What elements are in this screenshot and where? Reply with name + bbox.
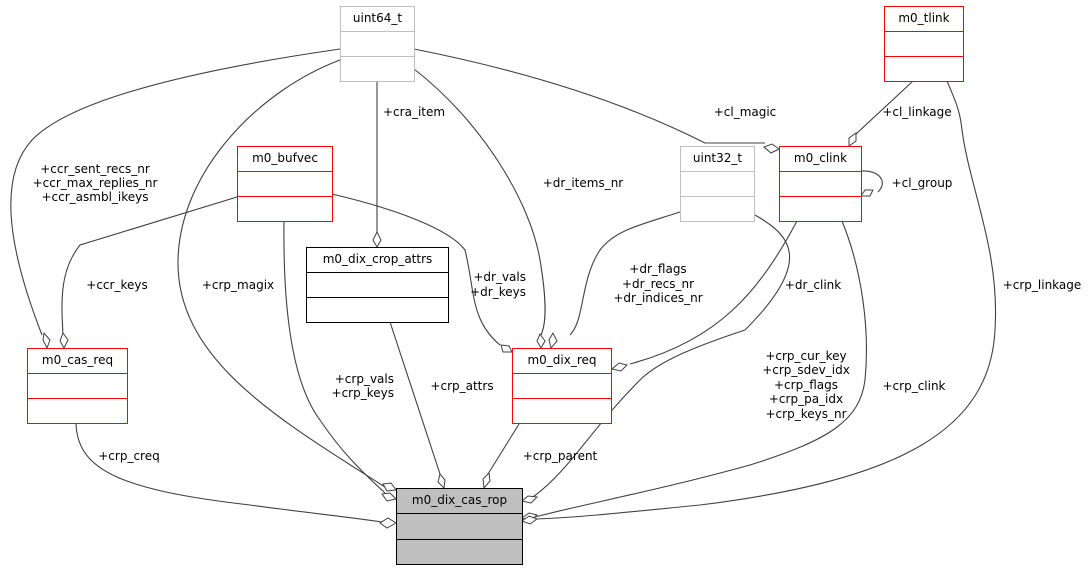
node-m0-dix-crop-attrs[interactable]: m0_dix_crop_attrs: [306, 247, 449, 323]
aggregation-diamond: [42, 331, 51, 350]
node-m0-dix-cas-rop[interactable]: m0_dix_cas_rop: [396, 488, 523, 565]
node-label: uint64_t: [353, 11, 403, 25]
edge-label: +crp_clink: [882, 379, 945, 393]
edge-label: +dr_keys: [470, 285, 526, 299]
edge-label: +dr_indices_nr: [613, 291, 702, 305]
edge-label: +ccr_asmbl_ikeys: [41, 190, 148, 204]
edge-label: +ccr_sent_recs_nr: [40, 162, 150, 176]
edge-label: +ccr_keys: [86, 278, 147, 292]
node-label: m0_dix_crop_attrs: [323, 252, 433, 266]
aggregation-diamond: [520, 515, 539, 525]
edge-label: +crp_parent: [523, 449, 598, 463]
edge-label: +cl_linkage: [882, 105, 951, 119]
edge-uint64-cas-req: [10, 48, 341, 336]
edge-tlink-dix-cas-rop: [534, 80, 997, 520]
edge-label: +dr_flags: [629, 262, 686, 276]
edge-label: +crp_keys: [332, 386, 394, 400]
node-uint64-t[interactable]: uint64_t: [340, 6, 415, 82]
edges: [10, 48, 997, 529]
node-label: m0_clink: [794, 151, 847, 165]
aggregation-diamond: [482, 471, 491, 490]
edge-label: +dr_items_nr: [543, 176, 624, 190]
aggregation-diamond: [763, 143, 780, 154]
edge-bufvec-dix-req: [331, 193, 501, 346]
edge-label: +crp_linkage: [1003, 278, 1082, 292]
edge-label: +crp_sdev_idx: [762, 363, 850, 377]
aggregation-diamond: [500, 344, 513, 353]
edge-labels: +ccr_sent_recs_nr +ccr_max_replies_nr +c…: [33, 105, 1082, 463]
edge-clink-dix-req: [629, 220, 798, 365]
aggregation-diamond: [848, 132, 857, 147]
node-label: m0_dix_req: [527, 353, 596, 367]
edge-label: +dr_vals: [473, 270, 526, 284]
edge-dix-req-dix-cas-rop: [487, 423, 520, 475]
aggregation-diamond: [372, 230, 382, 249]
node-label: m0_bufvec: [252, 151, 318, 165]
aggregation-diamond: [860, 189, 874, 197]
edge-label: +ccr_max_replies_nr: [33, 176, 158, 190]
edge-label: +crp_pa_idx: [769, 392, 843, 406]
edge-label: +crp_vals: [335, 372, 394, 386]
edge-uint64-dix-cas-rop-magix: [177, 59, 386, 488]
node-label: m0_dix_cas_rop: [412, 493, 507, 507]
edge-uint32-dix-cas-rop: [532, 214, 790, 498]
edge-label: +crp_keys_nr: [766, 407, 847, 421]
edge-label: +dr_recs_nr: [622, 277, 694, 291]
aggregation-diamond: [381, 492, 397, 502]
edge-clink-self: [860, 170, 883, 193]
node-label: m0_cas_req: [42, 353, 113, 367]
edge-label: +crp_cur_key: [765, 349, 846, 363]
node-m0-clink[interactable]: m0_clink: [779, 146, 862, 222]
edge-tlink-clink: [855, 80, 914, 135]
node-m0-tlink[interactable]: m0_tlink: [884, 6, 964, 82]
edge-label: +crp_attrs: [430, 379, 493, 393]
aggregation-diamond: [59, 331, 69, 350]
edge-crop-attrs-dix-cas-rop: [389, 321, 441, 475]
edge-uint64-dix-req: [413, 68, 546, 336]
node-m0-cas-req[interactable]: m0_cas_req: [27, 348, 128, 424]
aggregation-diamond: [379, 517, 397, 529]
edge-label: +dr_clink: [785, 278, 841, 292]
aggregation-diamond: [520, 495, 539, 504]
node-label: uint32_t: [693, 151, 743, 165]
edge-label: +crp_magix: [202, 278, 274, 292]
edge-uint64-clink: [413, 48, 765, 144]
aggregation-diamond: [382, 482, 397, 492]
edge-cas-req-dix-cas-rop: [75, 423, 383, 523]
node-label: m0_tlink: [898, 11, 949, 25]
aggregation-diamond: [437, 472, 446, 490]
aggregation-diamond: [536, 332, 546, 350]
edge-bufvec-cas-req: [61, 196, 238, 336]
aggregation-diamond: [610, 362, 628, 372]
edge-label: +cl_magic: [714, 105, 777, 119]
node-uint32-t[interactable]: uint32_t: [680, 146, 755, 222]
edge-label: +crp_creq: [98, 449, 159, 463]
edge-label: +cra_item: [383, 105, 445, 119]
edge-bufvec-dix-cas-rop: [283, 220, 386, 494]
edge-label: +cl_group: [892, 176, 953, 190]
edge-clink-dix-cas-rop: [534, 220, 867, 518]
node-m0-bufvec[interactable]: m0_bufvec: [237, 146, 333, 222]
edge-uint32-dix-req: [569, 211, 681, 336]
edge-label: +crp_flags: [774, 378, 838, 392]
aggregation-diamond: [548, 331, 558, 350]
node-m0-dix-req[interactable]: m0_dix_req: [512, 348, 612, 424]
